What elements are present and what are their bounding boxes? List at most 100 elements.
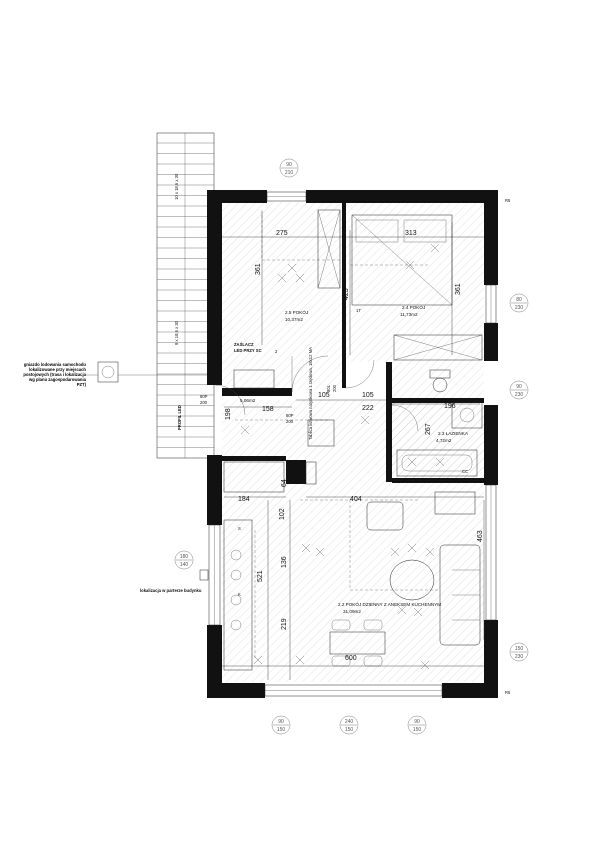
ceiling-light-icon: [315, 547, 325, 557]
dim-196: 196: [444, 403, 456, 410]
dim-105-right: 105: [362, 392, 374, 399]
axis-marker-top: 90: [286, 162, 292, 168]
room-2-5-label: 2.5 POKÓJ 10,37m2: [285, 309, 308, 322]
axis-marker-top: 90: [278, 719, 284, 725]
mark-cc: CC: [462, 469, 468, 474]
ceiling-light-icon: [253, 655, 263, 665]
axis-marker-bottom: 210: [285, 170, 294, 176]
axis-marker-bottom: 230: [515, 392, 524, 398]
svg-text:2.3 ŁAZIENKA: 2.3 ŁAZIENKA: [438, 431, 469, 436]
dim-267: 267: [425, 423, 432, 435]
ceiling-light-icon: [397, 605, 407, 615]
windows: [208, 191, 497, 697]
axis-marker-bottom: 140: [180, 562, 189, 568]
switchboard-label: Tablica listwowa natynkowa 1 rzędowa, 18…: [308, 347, 313, 440]
ceiling-light-icon: [420, 660, 430, 670]
dim-521: 521: [257, 570, 264, 582]
room-2-3-name: ŁAZIENKA: [446, 431, 469, 436]
room-2-5-area: 10,37m2: [285, 317, 303, 322]
room-2-3-number: 2.3: [438, 431, 445, 436]
dim-198: 198: [225, 408, 232, 420]
room-2-1-area: 5,06m2: [240, 398, 256, 403]
dim-102: 102: [279, 508, 286, 520]
ceiling-light-icon: [360, 415, 370, 425]
ceiling-light-icon: [277, 273, 287, 283]
lighting-symbols: [240, 243, 445, 670]
led-strip-label: LED PRZY SC: [234, 348, 262, 353]
dimension-lines: [222, 212, 485, 680]
ceiling-light-icon: [430, 243, 440, 253]
stair-label-upper: 10 x 18,6 x 30: [174, 173, 179, 200]
mark-r5-bottom: R5: [505, 690, 511, 695]
axis-marker-bottom: 230: [515, 654, 524, 660]
dim-275: 275: [276, 230, 288, 237]
door-80p-label: 80P: [200, 394, 208, 399]
room-2-4-area: 11,73m2: [400, 312, 418, 317]
room-2-3-area: 4,72m2: [436, 438, 452, 443]
dim-158: 158: [262, 406, 274, 413]
axis-marker-top: 150: [515, 646, 524, 652]
dim-361-right: 361: [455, 283, 462, 295]
axis-marker-top: 80: [516, 297, 522, 303]
door-200a-label: 200: [200, 400, 208, 405]
dim-600: 600: [345, 655, 357, 662]
mark-1t: 1T: [356, 308, 361, 313]
dimension-texts: 275 313 361 361 423 105 105 158 198 222 …: [225, 230, 484, 662]
axis-marker-top: 240: [345, 719, 354, 725]
ceiling-light-icon: [287, 263, 297, 273]
ceiling-light-icon: [240, 425, 250, 435]
svg-text:2.2 POKÓJ DZIENNY Z ANEKSEM KU: 2.2 POKÓJ DZIENNY Z ANEKSEM KUCHENNYM: [338, 601, 441, 607]
dim-361-left: 361: [255, 263, 262, 275]
dim-313: 313: [405, 230, 417, 237]
dim-105-left: 105: [318, 392, 330, 399]
floor-hatching: [222, 202, 484, 682]
ceiling-light-icon: [301, 543, 311, 553]
stair-label-lower: 9 x 18,6 x 30: [174, 320, 179, 345]
external-staircase: 10 x 18,6 x 30 9 x 18,6 x 30: [156, 132, 215, 459]
room-2-4-number: 2.4: [402, 305, 409, 310]
room-2-1-name: HALL/KORYTARZ: [252, 390, 290, 395]
dim-222: 222: [362, 405, 374, 412]
door-200b-label: 200: [286, 419, 294, 424]
axis-marker-bottom: 230: [515, 305, 524, 311]
room-2-2-name: POKÓJ DZIENNY Z ANEKSEM KUCHENNYM: [346, 601, 442, 607]
room-2-1-label: 2.1 HALL/KORYTARZ 5,06m2: [240, 390, 289, 403]
ceiling-light-icon: [407, 457, 417, 467]
room-2-2-number: 2.2: [338, 602, 345, 607]
ceiling-light-icon: [295, 273, 305, 283]
dim-219: 219: [281, 618, 288, 630]
svg-text:2.5 POKÓJ: 2.5 POKÓJ: [285, 309, 308, 315]
led-zaslacz-label: ZAŚLACZ: [234, 342, 254, 347]
door-80l-label: 80L: [326, 384, 331, 392]
dim-423: 423: [343, 288, 350, 300]
doors: [214, 355, 419, 432]
dim-136: 136: [281, 556, 288, 568]
axis-marker-top: 90: [516, 384, 522, 390]
room-2-1-number: 2.1: [244, 390, 251, 395]
ceiling-light-icon: [435, 457, 445, 467]
mark-s: S: [238, 526, 241, 531]
dim-404: 404: [350, 496, 362, 503]
dim-64: 64: [281, 479, 288, 487]
mark-circle-2: 2: [275, 349, 278, 354]
ceiling-light-icon: [405, 260, 415, 270]
mark-r5-top: R5: [505, 198, 511, 203]
room-labels: 2.5 POKÓJ 10,37m2 2.4 POKÓJ 11,73m2 2.1 …: [240, 304, 469, 614]
ceiling-light-icon: [407, 543, 417, 553]
svg-text:2.1 HALL/KORYTARZ: 2.1 HALL/KORYTARZ: [244, 390, 289, 395]
annotations: gniazdo lodowania samochodu lokalizowane…: [23, 198, 511, 695]
axis-marker-top: 90: [414, 719, 420, 725]
room-2-3-label: 2.3 ŁAZIENKA 4,72m2: [436, 431, 469, 443]
room-2-2-area: 31,09m2: [343, 609, 361, 614]
ceiling-light-icon: [390, 547, 400, 557]
facade-note: lokalizacja w parterze budynku: [140, 588, 202, 593]
axis-markers: 9021080230902301801401502309015024015090…: [174, 158, 529, 735]
